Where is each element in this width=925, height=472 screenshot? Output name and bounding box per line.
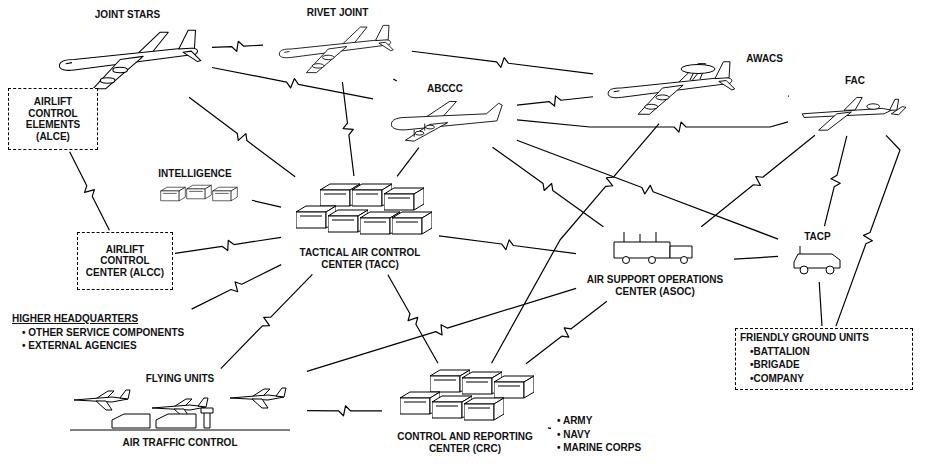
comm-link <box>548 427 551 429</box>
dashed-box: AIRLIFT CONTROL ELEMENTS (ALCE) <box>8 88 98 150</box>
vehicle-node: TACP <box>780 228 855 280</box>
comm-link <box>252 200 281 207</box>
asoc-truck <box>614 232 692 264</box>
comm-link <box>342 82 354 176</box>
aircraft-abccc <box>391 102 502 142</box>
comm-link <box>388 275 438 364</box>
node-label: FRIENDLY GROUND UNITS <box>740 332 869 344</box>
aircraft-node: RIVET JOINT <box>265 4 410 80</box>
node-label: FAC <box>845 75 865 87</box>
text-list: • ARMY • NAVY• MARINE CORPS <box>553 412 653 466</box>
comm-link <box>787 95 789 96</box>
aircraft-fac <box>802 97 906 130</box>
node-label: • ARMY <box>557 415 592 427</box>
node-label: CONTROL AND REPORTING CENTER (CRC) <box>390 431 540 454</box>
air-base-node: FLYING UNITS AIR TRAFFIC CONTROL <box>55 370 305 451</box>
comm-link <box>189 97 295 177</box>
aircraft-node: JOINT STARS <box>45 6 210 96</box>
comm-link <box>517 140 778 239</box>
comm-link <box>221 274 313 368</box>
comm-link <box>819 282 822 326</box>
comm-link <box>517 120 788 132</box>
comm-link <box>492 124 660 364</box>
comm-link <box>517 96 593 106</box>
node-label: RIVET JOINT <box>307 7 369 19</box>
node-label: •COMPANY <box>740 373 804 385</box>
node-label: • MARINE CORPS <box>557 442 641 454</box>
comm-link <box>493 147 604 227</box>
comm-link <box>824 136 846 226</box>
text-list: HIGHER HEADQUARTERS • OTHER SERVICE COMPO… <box>8 310 273 359</box>
node-label: AWACS <box>746 53 783 65</box>
aircraft-joint-stars <box>59 30 200 89</box>
aircraft-node: AWACS <box>595 50 787 122</box>
node-label: AIRLIFT CONTROL CENTER (ALCC) <box>82 244 168 279</box>
node-label: JOINT STARS <box>95 9 160 21</box>
comm-link <box>175 237 281 253</box>
comm-link <box>397 148 419 177</box>
node-label: FLYING UNITS <box>146 373 215 385</box>
vehicle-node: AIR SUPPORT OPERATIONS CENTER (ASOC) <box>578 228 732 300</box>
node-label: TACP <box>804 231 830 243</box>
tacc-shelters <box>296 184 432 234</box>
comm-link <box>412 51 593 74</box>
node-label: ABCCC <box>427 83 463 95</box>
node-label: AIR TRAFFIC CONTROL <box>123 437 238 449</box>
comm-link <box>307 406 382 416</box>
comm-link <box>212 41 263 51</box>
air-base <box>70 388 290 430</box>
node-label: • EXTERNAL AGENCIES <box>12 340 137 352</box>
node-label: AIR SUPPORT OPERATIONS CENTER (ASOC) <box>582 274 728 297</box>
crc-shelters <box>400 370 534 420</box>
center-building: CONTROL AND REPORTING CENTER (CRC) <box>384 365 546 457</box>
node-label: •BATTALION <box>740 346 810 358</box>
node-label: •BRIGADE <box>740 359 800 371</box>
center-building: TACTICAL AIR CONTROL CENTER (TACC) <box>283 178 437 273</box>
node-label: TACTICAL AIR CONTROL CENTER (TACC) <box>287 247 433 270</box>
comm-link <box>307 288 576 371</box>
comm-link <box>701 135 815 226</box>
node-label: AIRLIFT CONTROL ELEMENTS (ALCE) <box>21 96 85 142</box>
intelligence-equipment <box>161 185 238 201</box>
comm-link <box>70 152 110 230</box>
aircraft-node: FAC <box>790 72 920 134</box>
dashed-box: FRIENDLY GROUND UNITS •BATTALION•BRIGADE •… <box>735 328 913 390</box>
node-label: INTELLIGENCE <box>158 168 231 180</box>
node-label: • OTHER SERVICE COMPONENTS <box>12 327 184 339</box>
aircraft-node: ABCCC <box>375 80 515 146</box>
node-label: • NAVY <box>557 429 590 441</box>
aircraft-rivet-joint <box>279 25 393 72</box>
comm-link <box>526 301 607 364</box>
comm-link <box>192 265 282 309</box>
comm-link <box>393 79 396 81</box>
dashed-box: AIRLIFT CONTROL CENTER (ALCC) <box>77 232 173 290</box>
comm-link <box>836 135 900 326</box>
comm-link <box>439 236 576 254</box>
tacp-vehicle <box>794 246 840 274</box>
node-label: HIGHER HEADQUARTERS <box>12 313 138 325</box>
comm-link <box>734 256 778 259</box>
aircraft-awacs <box>608 62 735 115</box>
equipment-node: INTELLIGENCE <box>140 165 250 209</box>
comm-link <box>212 67 373 98</box>
